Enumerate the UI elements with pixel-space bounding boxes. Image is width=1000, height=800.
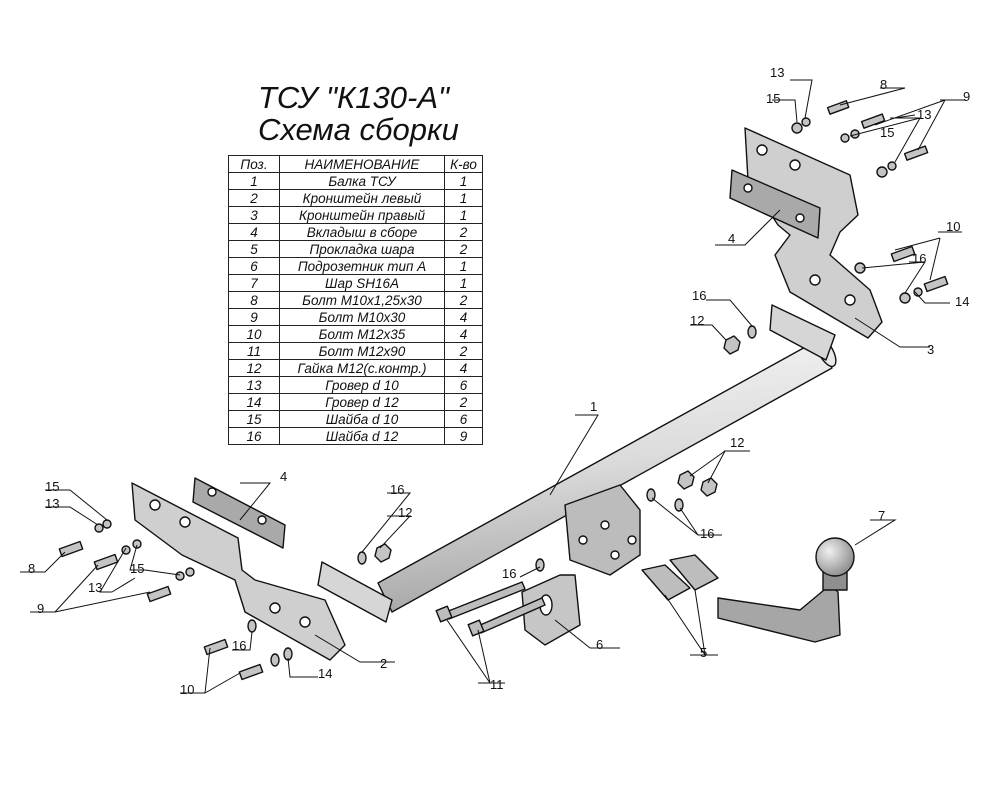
callout-13-left-lower: 13	[88, 580, 102, 595]
callout-15-top: 15	[766, 91, 780, 106]
row-name: Вкладыш в сборе	[279, 223, 445, 241]
callout-13-top: 13	[770, 65, 784, 80]
header-pos: Поз.	[228, 155, 280, 173]
beam-left-plate-shape	[317, 561, 393, 623]
callout-1: 1	[590, 399, 597, 414]
callout-16-beam-left: 16	[390, 482, 404, 497]
callout-labels: 1 2 3 4 4 5 6 7 8 8 9 9 10 10 11 12 12 1…	[28, 65, 970, 697]
row-qty: 9	[444, 427, 483, 445]
callout-9-left: 9	[37, 601, 44, 616]
row-name: Прокладка шара	[279, 240, 445, 258]
callout-10-right: 10	[946, 219, 960, 234]
hardware-shape	[58, 100, 949, 681]
callout-13-left: 13	[45, 496, 59, 511]
beam-flange-shape	[564, 484, 641, 576]
row-name: Шайба d 12	[279, 427, 445, 445]
row-name: Кронштейн левый	[279, 189, 445, 207]
callout-4-right: 4	[728, 231, 735, 246]
callout-15-right: 15	[880, 125, 894, 140]
callout-8-left: 8	[28, 561, 35, 576]
callout-3: 3	[927, 342, 934, 357]
callout-6: 6	[596, 637, 603, 652]
row-name: Подрозетник тип А	[279, 257, 445, 275]
title-line-2: Схема сборки	[258, 112, 459, 147]
callout-12-mid: 12	[730, 435, 744, 450]
callout-9-right: 9	[963, 89, 970, 104]
callout-8-right: 8	[880, 77, 887, 92]
callout-16-right-top: 16	[692, 288, 706, 303]
callout-10-left: 10	[180, 682, 194, 697]
part-drawings	[58, 100, 949, 681]
row-qty: 2	[444, 393, 483, 411]
leader-lines	[20, 79, 965, 694]
callout-14-right: 14	[955, 294, 969, 309]
callout-13-right: 13	[917, 107, 931, 122]
callout-14-left: 14	[318, 666, 332, 681]
ball-spacer-1-shape	[641, 564, 691, 601]
callout-16-right-mid: 16	[912, 251, 926, 266]
row-pos: 11	[228, 342, 280, 360]
ball-spacer-2-shape	[669, 554, 719, 591]
left-insert-shape	[192, 477, 286, 549]
callout-15-left-lower: 15	[130, 561, 144, 576]
tow-ball-arm-shape	[717, 584, 841, 643]
callout-7: 7	[878, 508, 885, 523]
row-name: Болт М12х35	[279, 325, 445, 343]
beam-right-plate-shape	[769, 304, 836, 361]
row-pos: 16	[228, 427, 280, 445]
callout-12-left: 12	[398, 505, 412, 520]
callout-5: 5	[700, 645, 707, 660]
callout-12-right: 12	[690, 313, 704, 328]
callout-16-socket: 16	[502, 566, 516, 581]
callout-16-bottom-left: 16	[232, 638, 246, 653]
long-bolts-shape	[435, 581, 546, 637]
tow-ball-head-shape	[815, 537, 855, 577]
row-qty: 2	[444, 240, 483, 258]
row-name: Болт М10х30	[279, 308, 445, 326]
callout-11: 11	[490, 677, 504, 692]
parts-table-header: Поз. НАИМЕНОВАНИЕ К-во	[228, 155, 483, 173]
title-line-1: ТСУ "К130-А"	[258, 80, 450, 115]
row-qty: 4	[444, 325, 483, 343]
callout-15-left: 15	[45, 479, 59, 494]
callout-2: 2	[380, 656, 387, 671]
callout-16-flange: 16	[700, 526, 714, 541]
callout-4-left: 4	[280, 469, 287, 484]
